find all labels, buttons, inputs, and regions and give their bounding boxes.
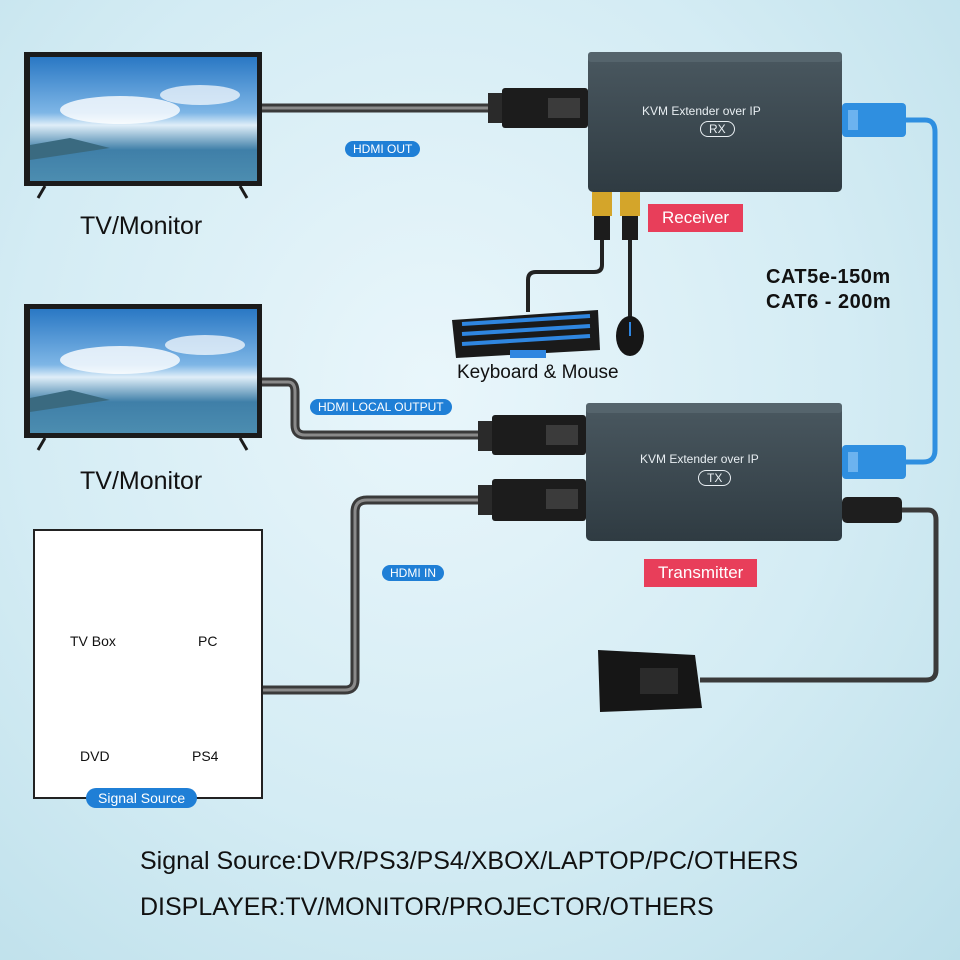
hdmi-local-output-pill: HDMI LOCAL OUTPUT: [310, 399, 452, 415]
rx-badge: RX: [700, 121, 735, 137]
signal-item-tv-box: TV Box: [70, 633, 116, 649]
usb-plug-1: [592, 192, 612, 240]
usb-cable-keyboard: [526, 240, 604, 312]
hdmi-plug-tx-in: [478, 479, 586, 521]
receiver-tag: Receiver: [648, 204, 744, 232]
rj45-plug-tx: [842, 445, 906, 479]
network-cable: [905, 117, 938, 465]
signal-source-title: Signal Source: [86, 788, 198, 808]
tx-badge: TX: [698, 470, 732, 486]
hdmi-in-pill: HDMI IN: [382, 565, 444, 581]
dc-plug-tx: [842, 497, 902, 523]
usb-plug-2: [620, 192, 640, 240]
hdmi-plug-tx-local: [478, 415, 586, 455]
keyboard-mouse-label: Keyboard & Mouse: [457, 362, 619, 383]
transmitter-tag: Transmitter: [644, 559, 758, 587]
cable-spec-line1: CAT5e-150m: [766, 266, 891, 288]
local-monitor-label: TV/Monitor: [80, 467, 203, 495]
rx-device-text: KVM Extender over IP: [642, 104, 761, 118]
footer-line-2: DISPLAYER:TV/MONITOR/PROJECTOR/OTHERS: [140, 893, 714, 921]
cable-spec-line2: CAT6 - 200m: [766, 291, 892, 313]
hdmi-plug-rx: [488, 88, 588, 128]
signal-item-ps4: PS4: [192, 748, 219, 764]
rj45-plug-rx: [842, 103, 906, 137]
keyboard-graphic: [452, 310, 600, 358]
tx-device-text: KVM Extender over IP: [640, 452, 759, 466]
power-adapter-graphic: [598, 650, 702, 712]
rx-device-graphic: [588, 52, 842, 192]
top-monitor-graphic: [24, 52, 262, 199]
power-cable: [700, 507, 939, 683]
signal-source-box: [33, 529, 263, 799]
signal-item-dvd: DVD: [80, 748, 110, 764]
tx-device-graphic: [586, 403, 842, 541]
signal-item-pc: PC: [198, 633, 218, 649]
footer-line-1: Signal Source:DVR/PS3/PS4/XBOX/LAPTOP/PC…: [140, 847, 799, 875]
hdmi-out-pill: HDMI OUT: [345, 141, 421, 157]
hdmi-in-cable: [262, 495, 488, 695]
mouse-graphic: [616, 316, 644, 356]
top-monitor-label: TV/Monitor: [80, 212, 203, 240]
local-monitor-graphic: [24, 304, 262, 451]
